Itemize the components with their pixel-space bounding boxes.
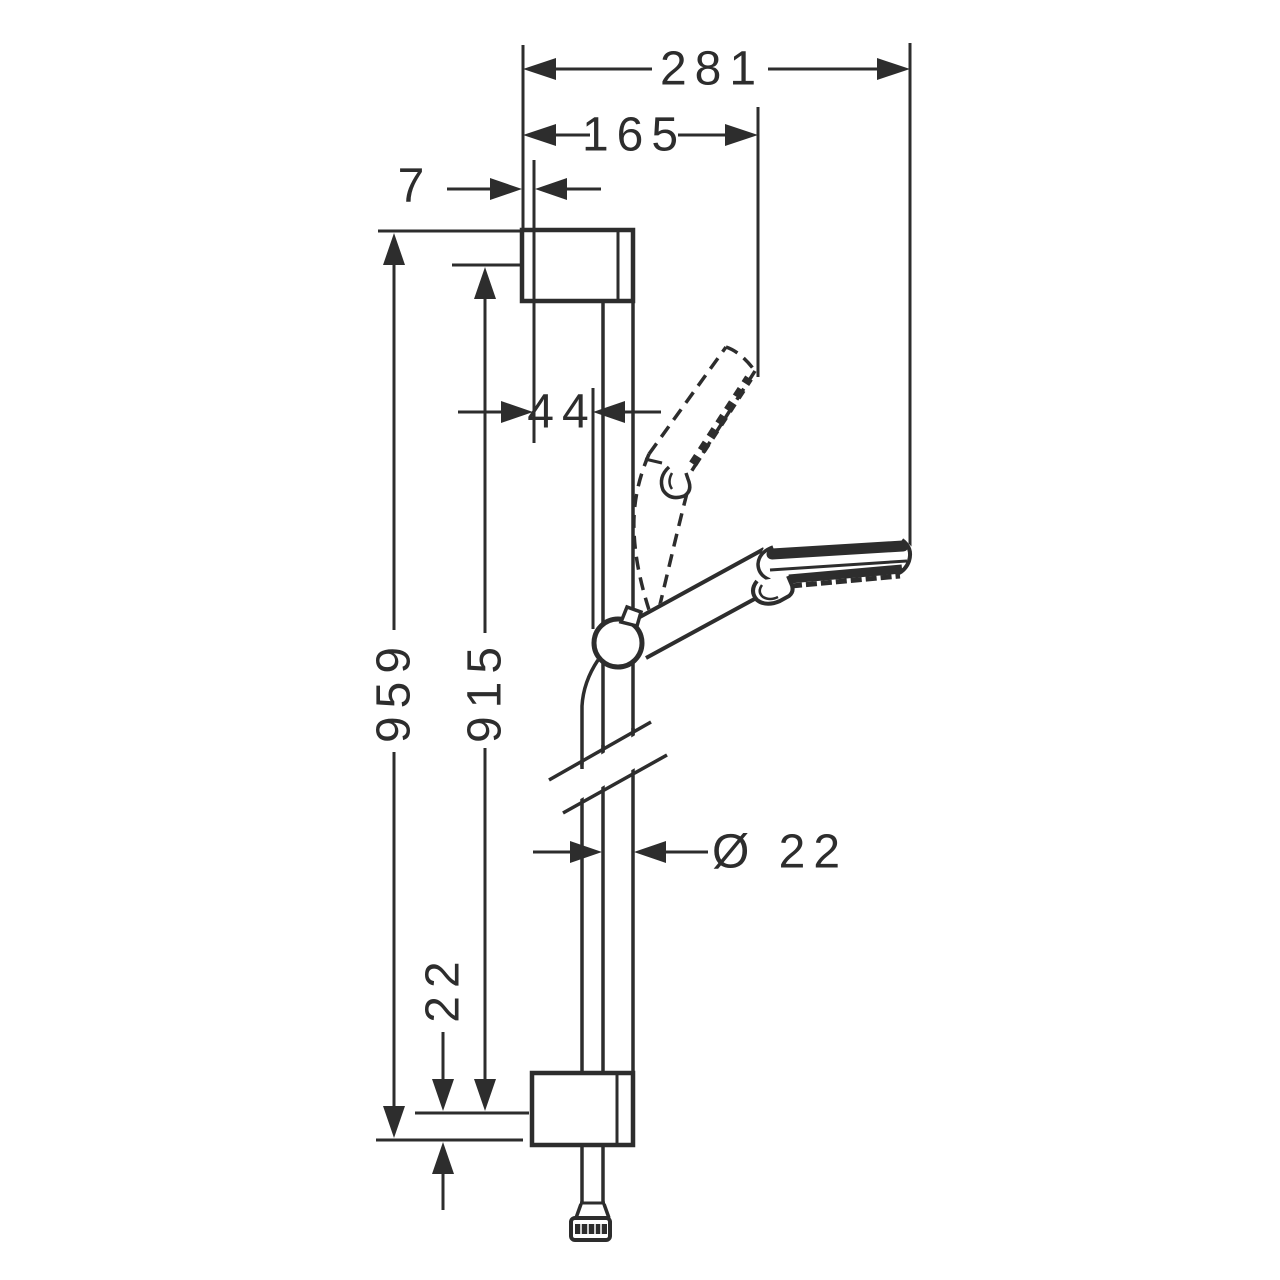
dim-label-7: 7 xyxy=(398,160,425,213)
holder-pivot xyxy=(591,616,645,670)
slide-bar-rod xyxy=(601,301,635,1073)
dashed-spray-face xyxy=(689,375,753,467)
holder-clamp-lever xyxy=(618,604,644,629)
arrow-right xyxy=(593,401,625,423)
top-wall-bracket xyxy=(519,227,636,304)
arrow-down xyxy=(383,1106,405,1138)
dim-label-915: 915 xyxy=(459,639,512,743)
dim-label-22: 22 xyxy=(417,953,470,1022)
break-marks xyxy=(548,720,668,815)
dim-label-44: 44 xyxy=(527,386,596,439)
arrow-left xyxy=(501,401,533,423)
arrow-up xyxy=(432,1142,454,1174)
arrow-right xyxy=(725,124,758,146)
arrow-right xyxy=(634,841,666,863)
arrow-left xyxy=(490,178,522,200)
shower-hose xyxy=(580,659,605,1202)
dashed-holder-hook xyxy=(659,465,692,500)
arrow-right xyxy=(877,58,910,80)
dim-bottom-gap: 22 xyxy=(417,953,470,1210)
hose-connector xyxy=(569,1201,612,1242)
dim-head-width: 165 xyxy=(523,107,760,377)
dim-label-diameter-22: Ø 22 xyxy=(712,826,848,879)
arrow-down xyxy=(474,1079,496,1111)
hand-shower-handle xyxy=(637,547,765,659)
head-spray-face xyxy=(788,564,903,584)
dim-wall-plate-thickness: 7 xyxy=(398,160,601,229)
bottom-wall-bracket xyxy=(529,1070,636,1148)
arrow-left xyxy=(570,841,602,863)
hand-shower xyxy=(591,537,914,670)
dim-label-281: 281 xyxy=(660,43,764,96)
dim-total-height: 959 xyxy=(368,229,523,1142)
dim-hole-spacing: 915 xyxy=(415,263,529,1115)
head-top-band xyxy=(766,540,909,560)
dim-label-959: 959 xyxy=(368,639,421,743)
arrow-up xyxy=(474,267,496,299)
arrow-right xyxy=(535,178,567,200)
dim-bar-diameter: Ø 22 xyxy=(533,826,848,879)
dim-label-165: 165 xyxy=(582,109,686,162)
arrow-left xyxy=(523,124,556,146)
dim-wall-clearance: 44 xyxy=(458,303,661,629)
dim-total-width: 281 xyxy=(521,43,912,560)
arrow-left xyxy=(523,58,556,80)
arrow-up xyxy=(383,233,405,265)
arrow-down xyxy=(432,1079,454,1111)
